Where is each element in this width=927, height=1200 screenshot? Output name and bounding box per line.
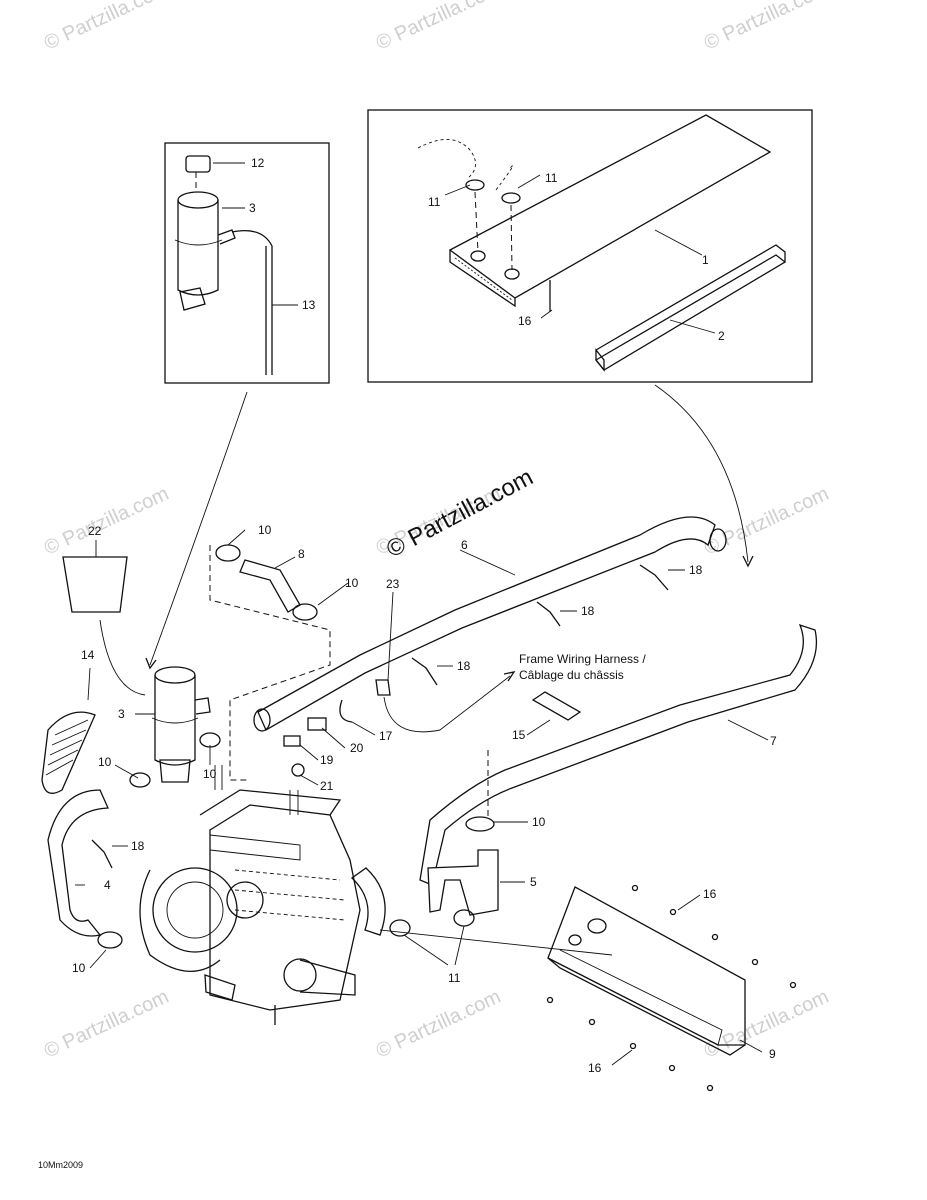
seal-strip xyxy=(595,254,787,371)
watermark: © Partzilla.com xyxy=(701,0,832,55)
inset-radiator xyxy=(367,109,813,383)
callout: 8 xyxy=(298,547,305,561)
callout: 22 xyxy=(88,524,102,538)
callout: 20 xyxy=(350,741,364,755)
watermark: © Partzilla.com xyxy=(41,986,172,1063)
callout: 1 xyxy=(702,253,709,267)
screws xyxy=(546,884,797,1092)
inset-expansion-tank xyxy=(164,142,330,384)
callout: 18 xyxy=(689,563,703,577)
callout: 21 xyxy=(320,779,334,793)
callout: 10 xyxy=(98,755,112,769)
inset-frame xyxy=(367,109,813,383)
callout: 5 xyxy=(530,875,537,889)
tank-cap xyxy=(185,155,211,173)
watermark: © Partzilla.com xyxy=(701,986,832,1063)
harness-note-line1: Frame Wiring Harness / xyxy=(519,652,646,666)
callout: 11 xyxy=(448,971,461,985)
diagram-code: 10Mm2009 xyxy=(38,1160,83,1170)
callout: 2 xyxy=(718,329,725,343)
radiator-bracket xyxy=(547,886,746,1056)
callout: 9 xyxy=(769,1047,776,1061)
watermark: © Partzilla.com xyxy=(41,0,172,55)
watermark: © Partzilla.com xyxy=(373,986,504,1063)
watermark: © Partzilla.com xyxy=(701,483,832,560)
leader-lines xyxy=(75,162,769,1066)
radiator-panel xyxy=(448,114,772,299)
callout: 10 xyxy=(345,576,359,590)
callout: 18 xyxy=(131,839,145,853)
coolant-hose-5 xyxy=(427,849,499,916)
callout: 18 xyxy=(457,659,471,673)
callout: 4 xyxy=(104,878,111,892)
harness-note-line2: Câblage du châssis xyxy=(519,668,624,682)
callout: 15 xyxy=(512,728,526,742)
callout: 3 xyxy=(118,707,125,721)
vent-tube xyxy=(231,229,273,375)
elbow-hose xyxy=(239,559,301,613)
cable-ties xyxy=(91,564,669,869)
coolant-container xyxy=(62,556,128,613)
callout: 11 xyxy=(545,171,558,185)
callout: 16 xyxy=(703,887,717,901)
hose-clamps xyxy=(97,544,495,949)
watermark: © Partzilla.com xyxy=(373,0,504,55)
watermark: © Partzilla.com xyxy=(41,483,172,560)
callout: 14 xyxy=(81,648,95,662)
foam-pad xyxy=(531,691,582,721)
callout: 7 xyxy=(770,734,777,748)
callout: 16 xyxy=(518,314,532,328)
callout: 6 xyxy=(461,538,468,552)
callout-numbers: 1 2 3 3 4 5 6 7 8 9 10 10 10 10 10 10 11… xyxy=(72,156,777,1075)
callout: 11 xyxy=(428,195,441,209)
callout: 10 xyxy=(203,767,217,781)
callout: 10 xyxy=(258,523,272,537)
callout: 19 xyxy=(320,753,334,767)
coolant-hose-6 xyxy=(257,516,716,731)
callout: 18 xyxy=(581,604,595,618)
callout: 12 xyxy=(251,156,265,170)
expansion-tank xyxy=(177,200,219,296)
callout: 3 xyxy=(249,201,256,215)
engine xyxy=(139,765,361,1025)
callout: 10 xyxy=(532,815,546,829)
watermark-main: © Partzilla.com xyxy=(382,464,537,564)
coolant-hose-4 xyxy=(47,789,109,937)
callout: 10 xyxy=(72,961,86,975)
callout: 13 xyxy=(302,298,316,312)
expansion-tank-main xyxy=(151,666,211,783)
callout: 23 xyxy=(386,577,400,591)
callout: 17 xyxy=(379,729,393,743)
coiled-hose xyxy=(41,711,96,794)
callout: 16 xyxy=(588,1061,602,1075)
inset-frame xyxy=(164,142,330,384)
